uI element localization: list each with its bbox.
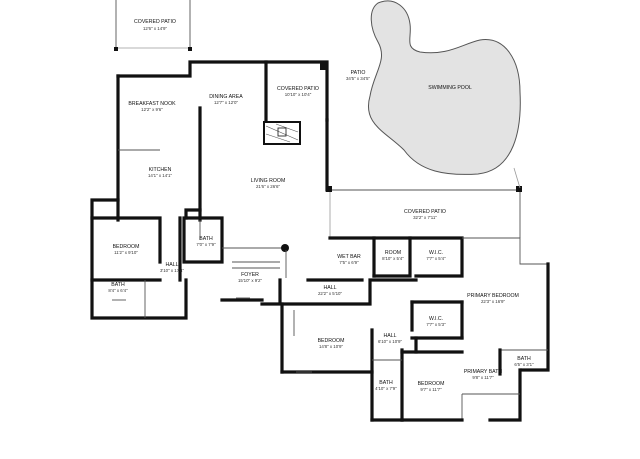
bath-center-name: BATH: [199, 236, 213, 242]
living-room-dims: 21'6" x 26'6": [256, 184, 281, 189]
covered-patio-mid-dims: 10'10" x 10'4": [285, 92, 312, 97]
bedroom-center-dims: 14'8" x 10'9": [319, 344, 344, 349]
breakfast-nook-name: BREAKFAST NOOK: [128, 101, 176, 107]
dining-area-dims: 12'7" x 12'0": [214, 100, 239, 105]
wic-upper-name: W.I.C.: [429, 250, 443, 256]
hall-left-name: HALL: [166, 262, 179, 268]
covered-patio-right-shape: [326, 167, 522, 238]
fireplace: [263, 121, 301, 145]
living-room-name: LIVING ROOM: [251, 178, 286, 184]
dining-area-name: DINING AREA: [209, 94, 243, 100]
room-name: ROOM: [385, 250, 401, 256]
primary-bath-dims: 9'8" x 11'7": [472, 375, 494, 380]
kitchen-dims: 14'1" x 14'1": [148, 173, 173, 178]
bedroom-left-dims: 11'2" x 9'10": [114, 250, 138, 255]
breakfast-nook-dims: 12'2" x 9'6": [141, 107, 163, 112]
interior-walls-left: [90, 149, 289, 318]
hall-lower-dims: 6'10" x 10'9": [378, 339, 403, 344]
patio-dims: 34'5" x 34'5": [346, 76, 371, 81]
swimming-pool-shape: [367, 0, 521, 175]
primary-bedroom-name: PRIMARY BEDROOM: [467, 293, 519, 299]
hall-center-dims: 22'2" x 5'10": [318, 291, 343, 296]
hall-lower-name: HALL: [384, 333, 397, 339]
wic-upper-dims: 7'7" x 5'4": [426, 256, 446, 261]
bath-right-dims: 6'5" x 3'1": [514, 362, 534, 367]
hall-left-dims: 3'10" x 17'4": [160, 268, 185, 273]
bath-right-name: BATH: [517, 356, 531, 362]
wet-bar-dims: 7'5" x 6'9": [339, 260, 359, 265]
foyer-name: FOYER: [241, 272, 259, 278]
patio-name: PATIO: [351, 70, 366, 76]
wic-lower-dims: 7'7" x 5'3": [426, 322, 446, 327]
kitchen-name: KITCHEN: [149, 167, 172, 173]
primary-bedroom-dims: 22'3" x 16'9": [481, 299, 506, 304]
right-wing-walls: [328, 236, 550, 422]
bath-left-dims: 8'4" x 6'4": [108, 288, 128, 293]
wet-bar-name: WET BAR: [337, 254, 361, 260]
covered-patio-mid-name: COVERED PATIO: [277, 86, 319, 92]
wic-lower-name: W.I.C.: [429, 316, 443, 322]
bath-center-dims: 7'0" x 7'9": [196, 242, 216, 247]
covered-patio-top-dims: 12'6" x 14'9": [143, 26, 168, 31]
bath-left-name: BATH: [111, 282, 125, 288]
bedroom-left-name: BEDROOM: [113, 244, 140, 250]
covered-patio-right-dims: 32'2" x 7'11": [413, 215, 437, 220]
bedroom-lower-dims: 9'7" x 11'7": [420, 387, 442, 392]
room-labels: COVERED PATIO 12'6" x 14'9" BREAKFAST NO…: [108, 19, 534, 392]
bedroom-center-name: BEDROOM: [318, 338, 345, 344]
foyer-dims: 15'10" x 9'2": [238, 278, 263, 283]
room-dims: 8'10" x 5'4": [382, 256, 404, 261]
bedroom-lower-name: BEDROOM: [418, 381, 445, 387]
top-patio-posts: [114, 0, 192, 51]
lower-walls: [260, 278, 464, 422]
primary-bath-name: PRIMARY BATH: [464, 369, 503, 375]
hall-center-name: HALL: [324, 285, 337, 291]
bath-lower-dims: 4'10" x 7'9": [375, 386, 397, 391]
covered-patio-top-name: COVERED PATIO: [134, 19, 176, 25]
swimming-pool-name: SWIMMING POOL: [428, 85, 472, 91]
covered-patio-right-name: COVERED PATIO: [404, 209, 446, 215]
bath-lower-name: BATH: [379, 380, 393, 386]
